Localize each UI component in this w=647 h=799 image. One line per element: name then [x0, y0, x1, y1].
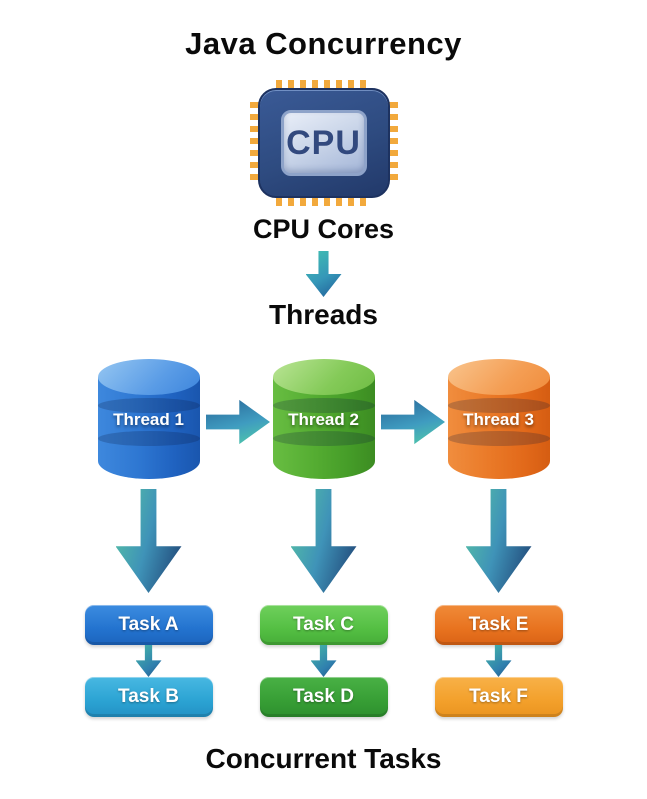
tasks-row: Task A Task B Task C Task D Task E Task … [0, 605, 647, 717]
arrow-down-thread3-to-tasks-icon [465, 489, 532, 593]
cylinder-groove [272, 398, 375, 413]
thread-1-cell: Thread 1 [61, 359, 236, 481]
cpu-chip-screen: CPU [280, 110, 367, 176]
task-d-box: Task D [259, 677, 388, 717]
page-title: Java Concurrency [185, 26, 462, 61]
thread-2-database-icon: Thread 2 [272, 359, 375, 479]
cpu-pins-left-icon [249, 102, 260, 184]
cpu-pins-top-icon [275, 80, 372, 90]
cylinder-groove [97, 431, 200, 446]
task-column-2: Task C Task D [236, 605, 411, 717]
task-e-box: Task E [434, 605, 563, 645]
task-b-box: Task B [84, 677, 213, 717]
cpu-chip-label: CPU [286, 123, 361, 162]
arrow-down-taskc-to-taskd-icon [310, 645, 337, 677]
cpu-cores-label: CPU Cores [252, 214, 395, 244]
thread-to-task-arrows-row [0, 489, 647, 593]
thread-1-database-icon: Thread 1 [97, 359, 200, 479]
cylinder-groove [97, 398, 200, 413]
cylinder-top [97, 359, 200, 395]
arrow-down-taske-to-taskf-icon [485, 645, 512, 677]
cpu-chip-body: CPU [257, 88, 390, 198]
arrow-down-thread2-to-tasks-icon [290, 489, 357, 593]
task-f-box: Task F [434, 677, 563, 717]
thread-2-label: Thread 2 [288, 410, 359, 429]
thread-1-label: Thread 1 [113, 410, 184, 429]
thread-3-database-icon: Thread 3 [447, 359, 550, 479]
cylinder-top [447, 359, 550, 395]
arrow-down-taska-to-taskb-icon [135, 645, 162, 677]
cpu-pins-bottom-icon [275, 196, 372, 206]
cylinder-top [272, 359, 375, 395]
task-c-box: Task C [259, 605, 388, 645]
concurrent-tasks-label: Concurrent Tasks [205, 743, 442, 774]
cpu-icon: CPU [249, 80, 398, 206]
thread-3-label: Thread 3 [463, 410, 534, 429]
cylinder-groove [447, 398, 550, 413]
arrow-down-cpu-to-threads-icon [305, 251, 342, 297]
thread-3-cell: Thread 3 [411, 359, 586, 481]
cpu-pins-right-icon [387, 102, 398, 184]
task-column-1: Task A Task B [61, 605, 236, 717]
threads-row: Thread 1 Thread 2 Thread 3 [0, 359, 647, 481]
arrow-down-thread1-to-tasks-icon [115, 489, 182, 593]
task-column-3: Task E Task F [411, 605, 586, 717]
cylinder-groove [272, 431, 375, 446]
task-a-box: Task A [84, 605, 213, 645]
thread-2-cell: Thread 2 [236, 359, 411, 481]
threads-label: Threads [269, 299, 378, 330]
cylinder-groove [447, 431, 550, 446]
